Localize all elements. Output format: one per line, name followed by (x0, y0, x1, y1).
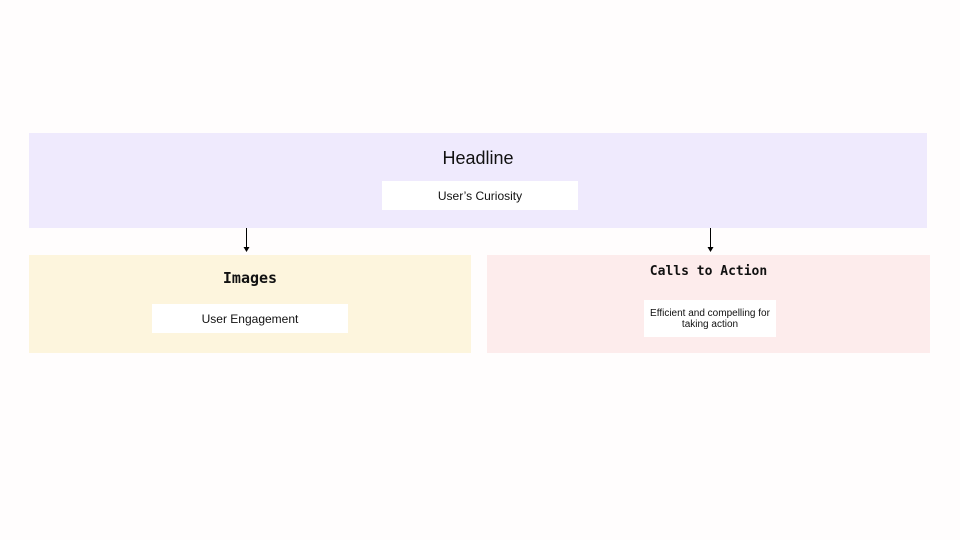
images-card: User Engagement (152, 304, 348, 333)
images-title: Images (222, 269, 278, 287)
headline-card: User’s Curiosity (382, 181, 578, 210)
arrow-to-images (243, 228, 250, 252)
images-panel: Images User Engagement (29, 255, 471, 353)
calls-to-action-panel: Calls to Action Efficient and compelling… (487, 255, 930, 353)
calls-to-action-card: Efficient and compelling for taking acti… (644, 300, 776, 337)
headline-panel: Headline User’s Curiosity (29, 133, 927, 228)
calls-to-action-title: Calls to Action (649, 264, 768, 279)
arrow-to-calls-to-action (707, 228, 714, 252)
headline-title: Headline (442, 148, 514, 168)
